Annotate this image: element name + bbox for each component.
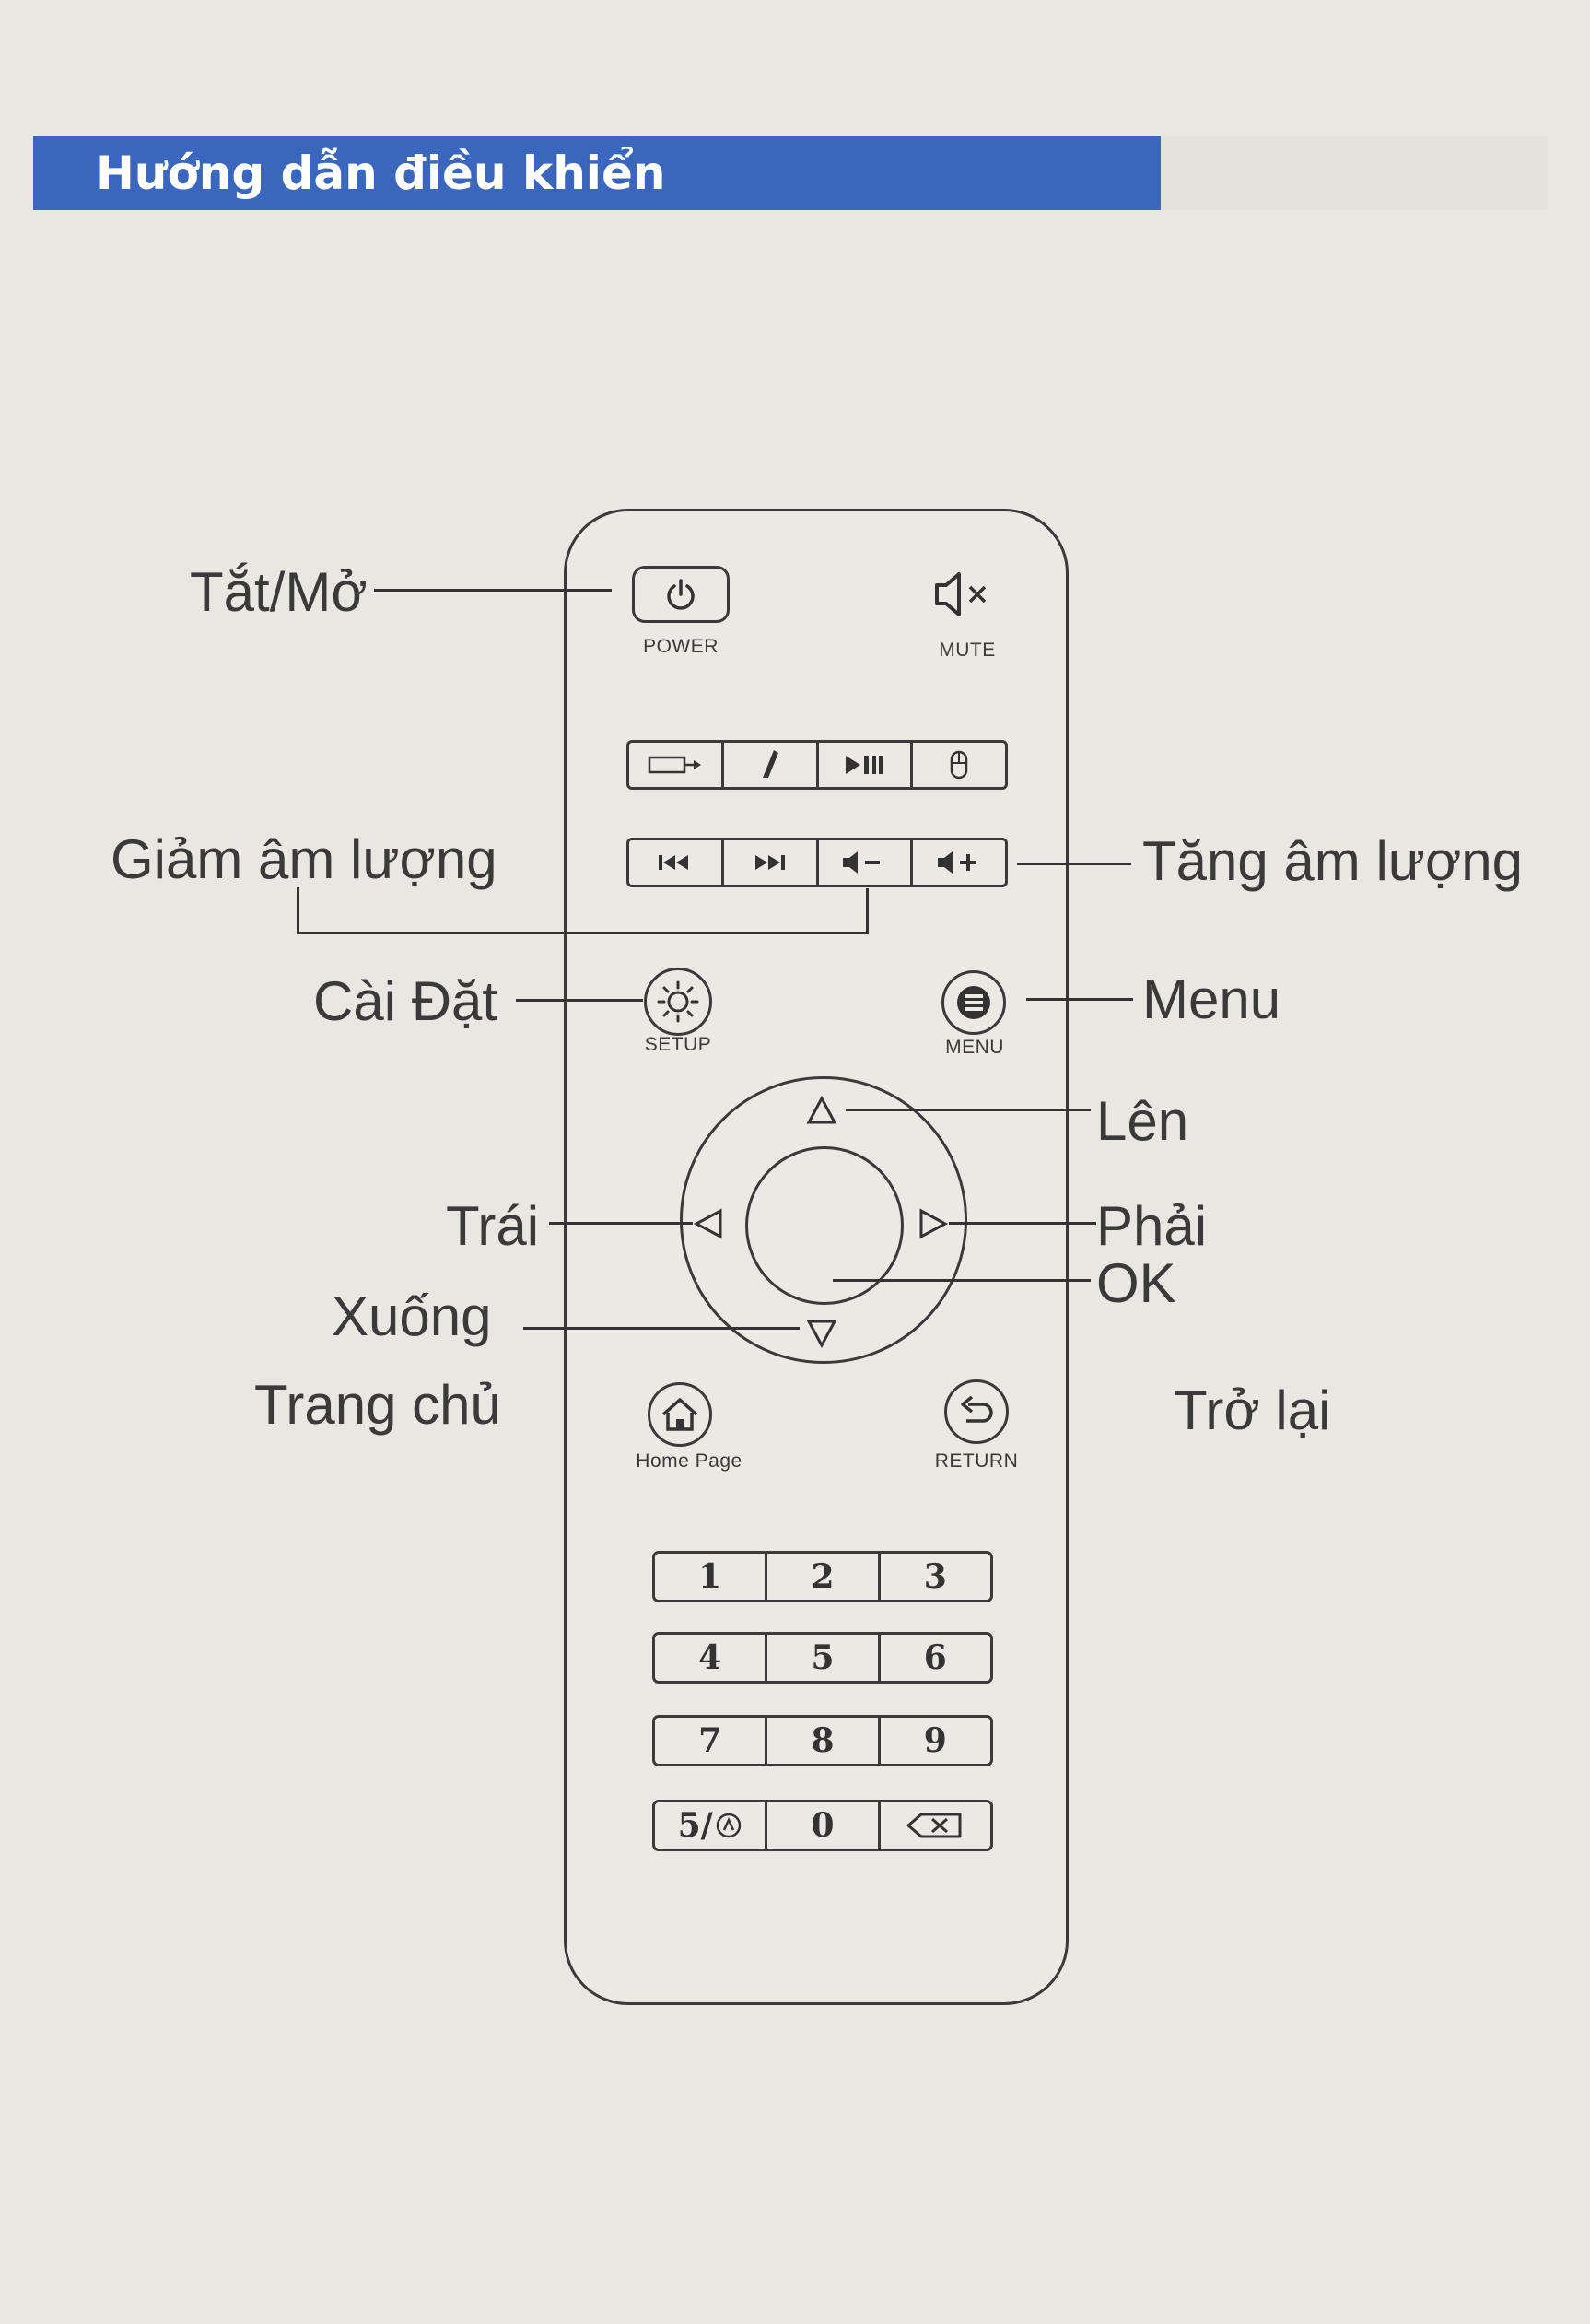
key-9[interactable]: 9 [923,1721,947,1760]
home-button[interactable] [648,1382,712,1447]
leader-volume-down-a [297,887,299,933]
section-title: Hướng dẫn điều khiển [96,147,666,200]
next-icon [754,855,785,870]
label-power: Tắt/Mở [190,561,368,623]
leader-volume-down-b [297,932,868,934]
return-button[interactable] [944,1379,1009,1444]
keypad-row-1: 1 2 3 [652,1551,993,1602]
gear-icon [657,980,699,1023]
dpad-up-button[interactable] [803,1093,840,1130]
key-5[interactable]: 5 [767,1635,881,1681]
leader-power [374,589,612,592]
key-5-dial[interactable]: 5/ [655,1802,768,1849]
leader-left [549,1222,693,1225]
keypad-row-2: 4 5 6 [652,1632,993,1684]
section-header: Hướng dẫn điều khiển [33,136,1161,210]
key-6[interactable]: 6 [923,1638,947,1677]
key-3[interactable]: 3 [923,1557,947,1596]
arrow-down-icon [806,1320,837,1349]
mute-button[interactable] [921,566,1004,623]
leader-ok [833,1279,1091,1282]
return-caption: RETURN [934,1450,1019,1472]
pen-icon [762,750,778,778]
pen-button[interactable] [724,743,819,787]
mouse-icon [950,750,968,780]
label-right: Phải [1096,1195,1208,1257]
dpad-down-button[interactable] [803,1314,840,1351]
key-5-dial-label: 5/ [677,1806,713,1845]
arrow-right-icon [919,1208,949,1239]
key-1[interactable]: 1 [655,1554,768,1600]
dpad-right-button[interactable] [916,1205,953,1242]
keypad-row-4: 5/ 0 [652,1800,993,1851]
header-fade [1161,136,1548,210]
leader-up [846,1109,1091,1111]
ok-button[interactable] [745,1146,904,1305]
return-icon [961,1395,993,1423]
mute-caption: MUTE [939,640,996,661]
key-8[interactable]: 8 [767,1718,881,1764]
mute-icon [935,572,987,616]
leader-menu [1026,998,1133,1001]
backspace-icon [906,1813,962,1838]
leader-setup [516,999,643,1002]
menu-icon [957,986,990,1019]
input-icon [648,756,701,774]
play-pause-button[interactable] [819,743,914,787]
dpad-left-button[interactable] [689,1205,726,1242]
next-button[interactable] [724,840,819,885]
label-volume-down: Giảm âm lượng [111,828,497,890]
leader-down [523,1327,800,1330]
volume-up-icon [938,851,977,874]
key-0[interactable]: 0 [767,1802,881,1849]
label-menu: Menu [1142,968,1281,1030]
key-7[interactable]: 7 [655,1718,768,1764]
key-2[interactable]: 2 [767,1554,881,1600]
label-ok: OK [1096,1252,1176,1314]
input-source-button[interactable] [629,743,724,787]
volume-down-icon [843,851,881,874]
menu-button[interactable] [941,970,1006,1035]
volume-up-button[interactable] [913,840,1005,885]
setup-caption: SETUP [644,1034,712,1055]
leader-right [949,1222,1096,1225]
dpad-ring [680,1076,967,1364]
previous-button[interactable] [629,840,724,885]
label-up: Lên [1096,1090,1189,1152]
arrow-up-icon [806,1095,837,1124]
transport-strip [626,838,1008,887]
arrow-left-icon [693,1208,722,1239]
backspace-key[interactable] [881,1802,990,1849]
label-down: Xuống [332,1285,492,1347]
media-strip [626,740,1008,790]
volume-down-button[interactable] [819,840,914,885]
power-caption: POWER [643,636,719,657]
label-setup: Cài Đặt [313,970,498,1032]
label-back: Trở lại [1174,1379,1331,1441]
mouse-button[interactable] [913,743,1005,787]
previous-icon [658,855,688,870]
label-volume-up: Tăng âm lượng [1142,830,1524,892]
play-pause-icon [846,756,883,774]
keypad-row-3: 7 8 9 [652,1715,993,1766]
home-caption: Home Page [636,1450,742,1472]
key-4[interactable]: 4 [655,1635,768,1681]
power-button[interactable] [632,566,730,623]
setup-button[interactable] [644,968,712,1036]
home-icon [661,1398,698,1431]
menu-caption: MENU [945,1037,1004,1058]
leader-volume-down-c [866,888,869,934]
label-left: Trái [446,1195,540,1257]
label-home: Trang chủ [254,1374,501,1436]
power-icon [667,579,695,610]
leader-volume-up [1017,863,1131,865]
dial-icon [716,1813,742,1838]
